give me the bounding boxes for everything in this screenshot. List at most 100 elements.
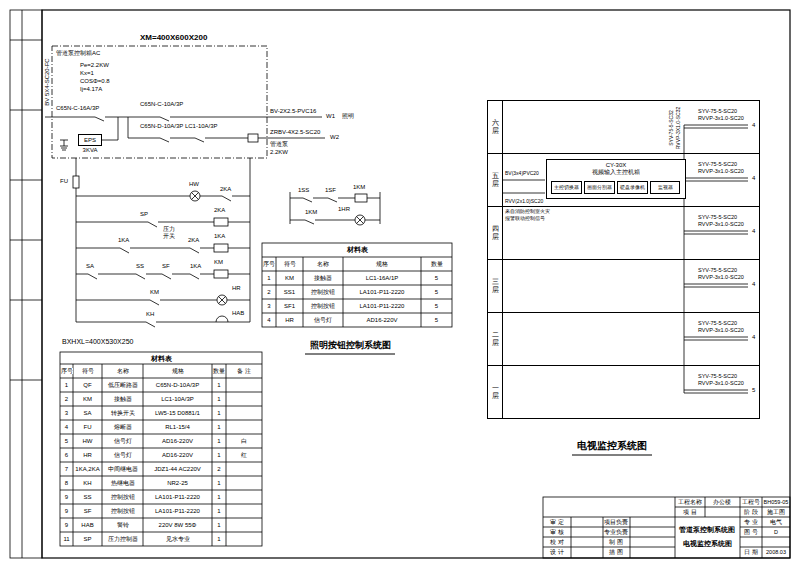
text-label: 1 [217, 396, 220, 403]
text-label: 1 [217, 452, 220, 459]
text-label: LA101-P11-2220 [360, 289, 405, 296]
text-label: RVVP-3x1.0-SC20 [698, 168, 744, 174]
cable-run [503, 180, 545, 193]
text-label: COSΦ=0.8 [80, 78, 110, 85]
text-label: 1 [217, 494, 220, 501]
text-label: 1 [217, 382, 220, 389]
margin-grid [10, 10, 42, 558]
text-label: 控制按钮 [311, 289, 335, 296]
text-label: 9 [65, 494, 68, 501]
text-label: BV 5X4-SC20-FC [44, 58, 51, 105]
table-grid [60, 364, 262, 546]
text-label: 220V 8W 55Φ [159, 522, 197, 529]
table-grid [262, 257, 452, 327]
text-label: SYV-75-5-SC20 [698, 267, 737, 273]
text-label: RVVP-3x1.0-SC20 [698, 380, 744, 386]
text-label: 施工图 [767, 509, 785, 515]
text-label: 1 [217, 508, 220, 515]
lamp-symbol [357, 217, 364, 224]
material-table [262, 243, 452, 327]
text-label: 接触器 [114, 396, 132, 403]
text-label: RVVP-3x1.0-SC20 [698, 274, 744, 280]
text-label: BXHXL=400X530X250 [62, 338, 133, 346]
text-label: 专业负责 [604, 529, 628, 535]
text-label: KM [214, 259, 223, 266]
text-label: 开关 [163, 233, 175, 240]
text-label: 1KA [214, 233, 225, 240]
node-text: 监视器 [658, 185, 673, 190]
text-label: 照明 [342, 113, 354, 120]
lighting-control-wiring [290, 192, 380, 224]
text-label: 管道泵控制箱AC [56, 50, 100, 57]
device-box: 监视器 [650, 181, 680, 194]
text-label: SP [140, 211, 148, 218]
text-label: SA [86, 263, 94, 270]
node-text: 主控切换器 [554, 185, 579, 190]
lamp-symbol [192, 193, 199, 200]
text-label: LC1-10A/3P [161, 396, 194, 403]
text-label: 管道泵控制系统图 [679, 526, 735, 534]
text-label: 4 [65, 424, 68, 431]
text-label: 规格 [376, 261, 388, 268]
text-label: 控制按钮 [111, 494, 135, 501]
text-label: 信号灯 [314, 317, 332, 324]
text-label: SF [162, 263, 170, 270]
text-label: Ij=4.17A [80, 86, 102, 93]
text-label: KM [285, 275, 294, 282]
text-label: 1KA [118, 237, 129, 244]
text-label: NR2-25 [167, 480, 188, 487]
text-label: 控制按钮 [311, 303, 335, 310]
floor-band: 五层 CY-30X视频输入主控机箱主控切换器画面分割器硬盘录像机监视器 [487, 153, 760, 207]
text-label: 日 期 [744, 549, 758, 555]
floor-label-cell: 二层 [488, 313, 503, 365]
text-label: 5 [752, 387, 755, 394]
text-label: 接触器 [314, 275, 332, 282]
text-label: RVVP-3x1.0-SC20 [698, 221, 744, 227]
text-label: 4 [752, 334, 755, 341]
floor-label-cell: 三层 [488, 260, 503, 312]
ground-symbol [60, 140, 68, 150]
lamp-symbol [190, 191, 200, 201]
text-label: QF [83, 382, 91, 389]
text-label: 1KM [305, 209, 317, 216]
margin-strip [10, 10, 42, 558]
text-label: BV(3x4)PVC20 [505, 171, 539, 177]
controller-box: CY-30X视频输入主控机箱主控切换器画面分割器硬盘录像机监视器 [546, 159, 686, 199]
text-label: 名称 [117, 368, 129, 375]
contactor-coil [355, 194, 367, 202]
text-label: 校 对 [550, 539, 564, 545]
text-label: BH059-05 [764, 499, 789, 505]
text-label: C65N-D-10A/3P LC1-10A/3P [140, 123, 218, 130]
text-label: 材料表 [347, 246, 368, 253]
text-label: SYV-75-5-SC20 [698, 373, 737, 379]
text-label: 热继电器 [111, 480, 135, 487]
text-label: 材料表 [151, 355, 172, 362]
text-label: JDZ1-44 AC220V [154, 466, 201, 473]
text-label: 名称 [317, 261, 329, 268]
bell-symbol [216, 316, 228, 322]
sheet-frame [42, 10, 790, 558]
text-label: 2 [267, 289, 270, 296]
text-label: 3 [65, 410, 68, 417]
text-label: 工程名称 [678, 499, 702, 505]
text-label: 4 [752, 228, 755, 235]
text-label: 2008.03 [766, 549, 786, 555]
text-label: 序号 [263, 261, 275, 268]
text-label: 项 目 [683, 509, 697, 515]
text-label: 描 图 [609, 549, 623, 555]
text-label: 1KM [353, 184, 365, 191]
text-label: 1KA,2KA [75, 466, 99, 473]
text-label: AD16-220V [162, 452, 193, 459]
relay-coil [214, 218, 228, 226]
text-label: HW [189, 181, 199, 188]
text-label: 数量 [213, 368, 225, 375]
text-label: 制 图 [609, 539, 623, 545]
lamp-symbol [355, 215, 365, 225]
lamp-symbol [217, 295, 227, 305]
text-label: 项目负责 [604, 519, 628, 525]
text-label: BV-2X2.5-PVC16 [270, 108, 316, 115]
text-label: 控制按钮 [111, 508, 135, 515]
floor-label-cell: 五层 [488, 154, 503, 206]
node-text: 三层 [492, 278, 499, 293]
control-bus [76, 158, 250, 322]
